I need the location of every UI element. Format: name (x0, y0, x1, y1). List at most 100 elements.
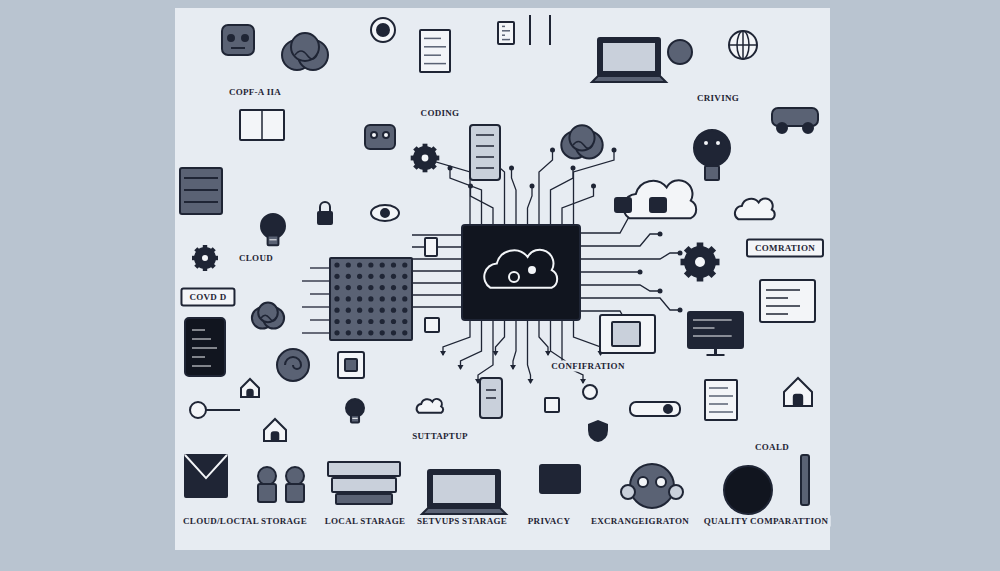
icon-set (180, 15, 818, 514)
circuit-wire (468, 184, 473, 189)
gear-icon (685, 247, 715, 277)
circuit-wire (310, 319, 330, 320)
storage-icon (332, 478, 396, 492)
chat-icon (417, 399, 444, 413)
dot-grid-chip (391, 262, 396, 267)
monitor-icon (693, 336, 732, 337)
dot-grid-chip (391, 296, 396, 301)
bulb-face-icon (694, 130, 730, 180)
envelope-icon (185, 455, 227, 478)
code-screen-icon (192, 330, 205, 331)
target-icon (371, 18, 395, 42)
circuit-wire (580, 285, 660, 291)
target-icon (377, 24, 389, 36)
dot-grid-chip (368, 285, 373, 290)
node-icon (583, 385, 597, 399)
brain-icon (291, 33, 319, 61)
robot-head-icon (222, 25, 254, 55)
box-label: COVD D (189, 292, 226, 303)
bulb-face-icon (715, 140, 721, 146)
shield-icon (588, 420, 608, 442)
circuit-wire (412, 258, 462, 259)
dot-grid-chip (380, 262, 385, 267)
brain-icon (261, 315, 276, 321)
caption-label: EXCRANGEIGRATON (589, 516, 691, 527)
dot-grid-chip (402, 296, 407, 301)
lightbulb-icon (352, 418, 357, 419)
phone-icon (480, 378, 502, 418)
dot-grid-chip (330, 258, 412, 340)
house-icon (784, 378, 812, 406)
icon-label: COPF-A IIA (227, 87, 283, 98)
cloud-processor-chip (462, 225, 580, 320)
bot-icon (383, 132, 389, 138)
circuit-wire (539, 320, 548, 355)
circuit-wire (530, 184, 535, 189)
brain-icon (258, 303, 278, 323)
circuit-wire (580, 253, 680, 259)
document-icon (709, 403, 728, 405)
lightbulb-icon (269, 239, 276, 240)
dot-grid-chip (380, 330, 385, 335)
circuit-wire (638, 270, 643, 275)
laptop-icon (432, 474, 496, 504)
robot-icon (621, 485, 635, 499)
circuit-wire (412, 306, 462, 307)
checklist-icon (470, 125, 500, 180)
document-icon (502, 39, 510, 41)
laptop-icon (422, 508, 506, 514)
circuit-wire (443, 320, 470, 355)
document-icon (420, 30, 450, 72)
document-icon (502, 26, 505, 28)
dot-grid-chip (402, 274, 407, 279)
module-icon (425, 238, 437, 256)
globe-icon (729, 31, 757, 59)
checklist-icon (476, 156, 494, 158)
circuit-wire (412, 270, 462, 271)
dot-grid-chip (357, 296, 362, 301)
dot-grid-chip (357, 274, 362, 279)
pen-icon (801, 455, 809, 505)
label-box: COMRATION (746, 239, 824, 258)
circuit-wire (580, 298, 680, 310)
gear-icon (414, 147, 436, 169)
padlock-icon (320, 202, 330, 212)
server-stack-icon (258, 484, 276, 502)
document-icon (709, 411, 733, 413)
circuit-wire (412, 294, 462, 295)
house-icon (264, 419, 286, 441)
circuit-wire (302, 306, 330, 307)
record-icon (668, 40, 692, 64)
code-window-icon (760, 280, 815, 322)
lightbulb-icon (346, 399, 364, 422)
book-icon (261, 110, 263, 140)
icon-label: COALD (753, 442, 791, 453)
book-icon (240, 110, 284, 140)
circuit-wire (513, 320, 516, 369)
dot-grid-chip (380, 308, 385, 313)
circuit-wire (580, 271, 640, 272)
badge-icon (724, 466, 772, 514)
gear-icon (421, 154, 430, 163)
laptop-icon (598, 38, 660, 76)
toggle-icon (630, 402, 680, 416)
image-icon (184, 201, 218, 203)
frame-icon (545, 398, 559, 412)
circuit-wire (678, 251, 683, 256)
house-icon (272, 432, 279, 441)
circuit-wire (458, 365, 464, 370)
robot-icon (621, 464, 683, 508)
laptop-icon (428, 470, 500, 508)
icon-label: CLOUD (237, 253, 275, 264)
house-icon (247, 390, 252, 397)
globe-icon (729, 31, 757, 59)
cloud-processor-chip (462, 225, 580, 320)
cloud-processor-chip (509, 272, 519, 282)
box-label: COMRATION (755, 243, 815, 254)
cloud-icon (615, 180, 696, 218)
robot-icon (669, 485, 683, 499)
circuit-wire (496, 320, 505, 355)
circuit-wire (478, 320, 493, 383)
globe-icon (737, 31, 749, 59)
bulb-face-icon (694, 130, 730, 166)
